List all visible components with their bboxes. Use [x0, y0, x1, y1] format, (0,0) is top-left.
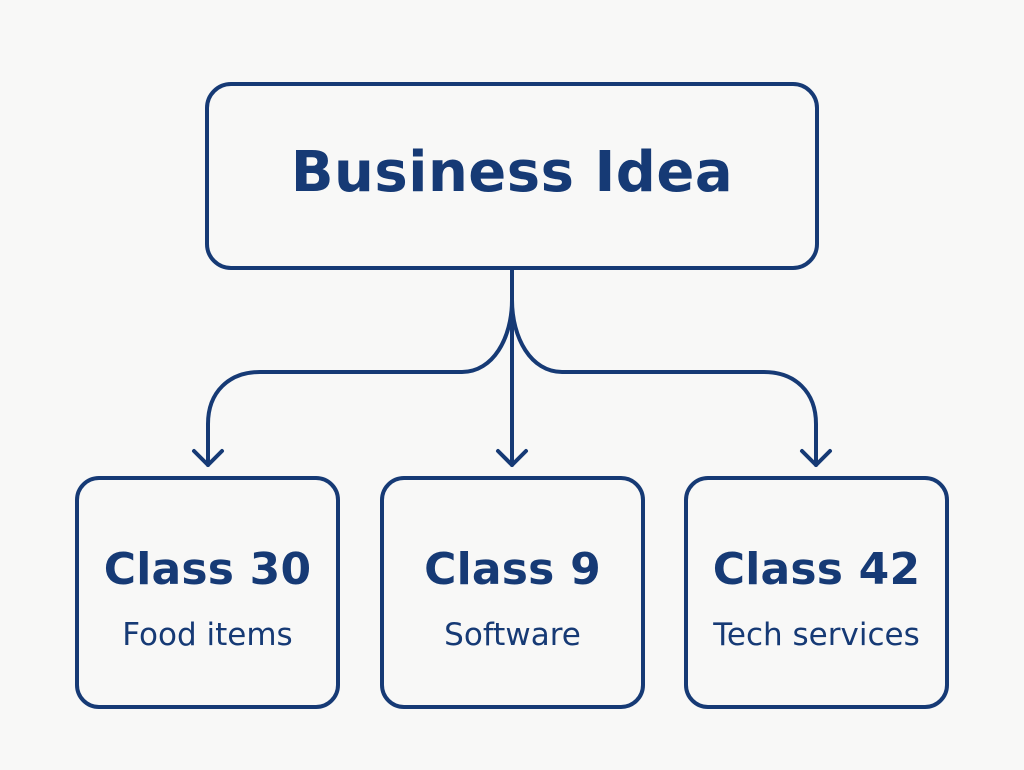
class-30-title: Class 30: [103, 544, 312, 595]
arrowhead-class-30: [192, 449, 224, 467]
connector-class-30: [206, 298, 514, 467]
business-idea-box: Business Idea: [205, 82, 819, 270]
class-9-subtitle: Software: [444, 617, 581, 653]
arrowhead-class-9: [496, 449, 528, 467]
class-30-subtitle: Food items: [122, 617, 293, 653]
arrowhead-class-42: [800, 449, 832, 467]
class-42-subtitle: Tech services: [713, 617, 920, 653]
class-9-box: Class 9 Software: [380, 476, 645, 709]
business-idea-label: Business Idea: [290, 140, 734, 205]
connector-class-42: [510, 298, 818, 467]
class-42-box: Class 42 Tech services: [684, 476, 949, 709]
class-42-title: Class 42: [712, 544, 921, 595]
class-30-box: Class 30 Food items: [75, 476, 340, 709]
class-9-title: Class 9: [424, 544, 601, 595]
